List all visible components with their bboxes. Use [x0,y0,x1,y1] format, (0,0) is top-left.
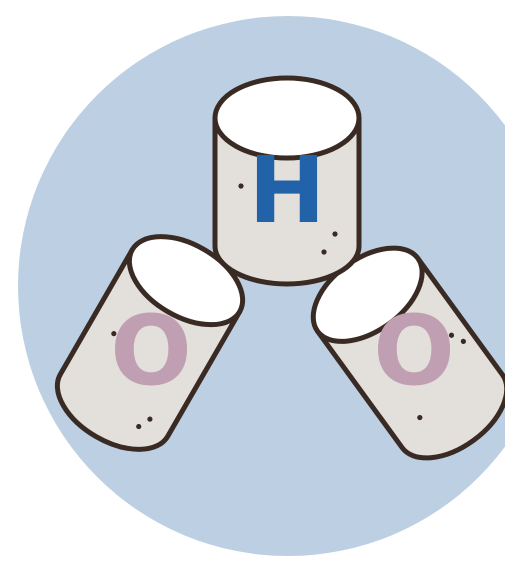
top-cylinder-top [212,75,362,161]
label-o-right: O [373,295,455,407]
speckle [147,416,153,422]
speckle [238,183,244,189]
right-cylinder [310,245,505,461]
left-cylinder-top [126,234,246,328]
label-o-left: O [110,295,192,407]
speckle [448,332,455,338]
speckle [332,231,338,237]
left-cylinder [54,234,246,452]
label-h: H [249,137,326,244]
top-cylinder-body [212,115,362,287]
speckle [460,338,466,345]
speckle [136,423,142,430]
top-cylinder [212,75,362,287]
speckle [417,414,423,421]
speckle [321,249,327,255]
speckle [111,331,117,337]
